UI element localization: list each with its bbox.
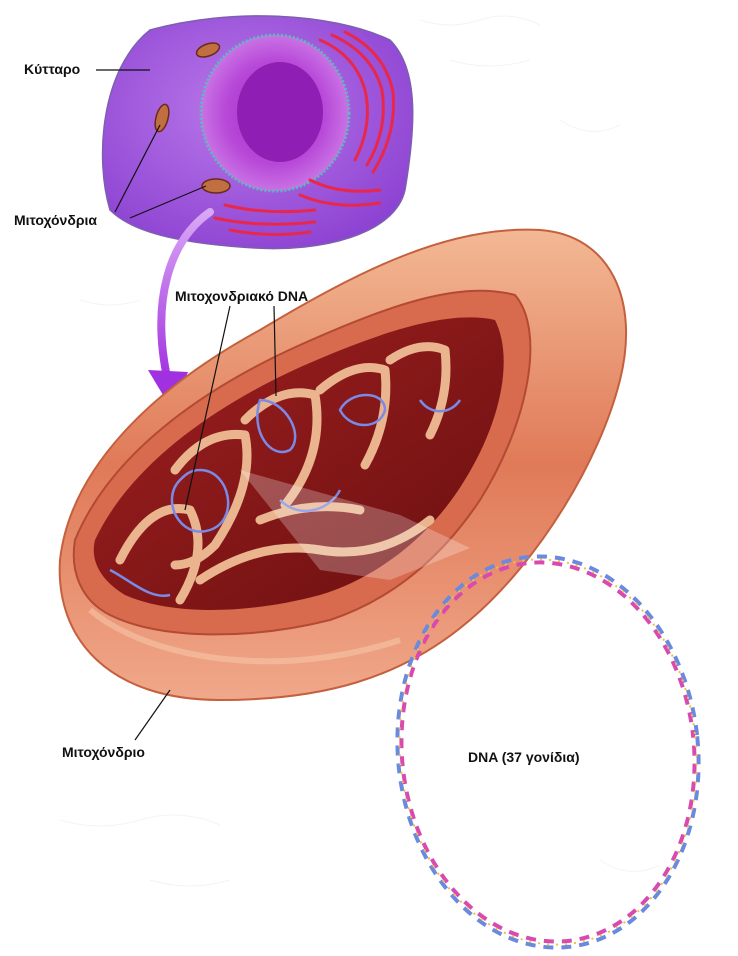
- label-mitochondrion: Μιτοχόνδριο: [62, 744, 145, 760]
- label-mitochondrial-dna: Μιτοχονδριακό DNA: [175, 288, 308, 304]
- label-mitochondria: Μιτοχόνδρια: [14, 212, 97, 228]
- label-dna-ring: DNA (37 γονίδια): [468, 749, 580, 765]
- mitochondrion-cutaway: [60, 230, 626, 700]
- cell: [103, 16, 413, 249]
- label-cell: Κύτταρο: [24, 61, 80, 77]
